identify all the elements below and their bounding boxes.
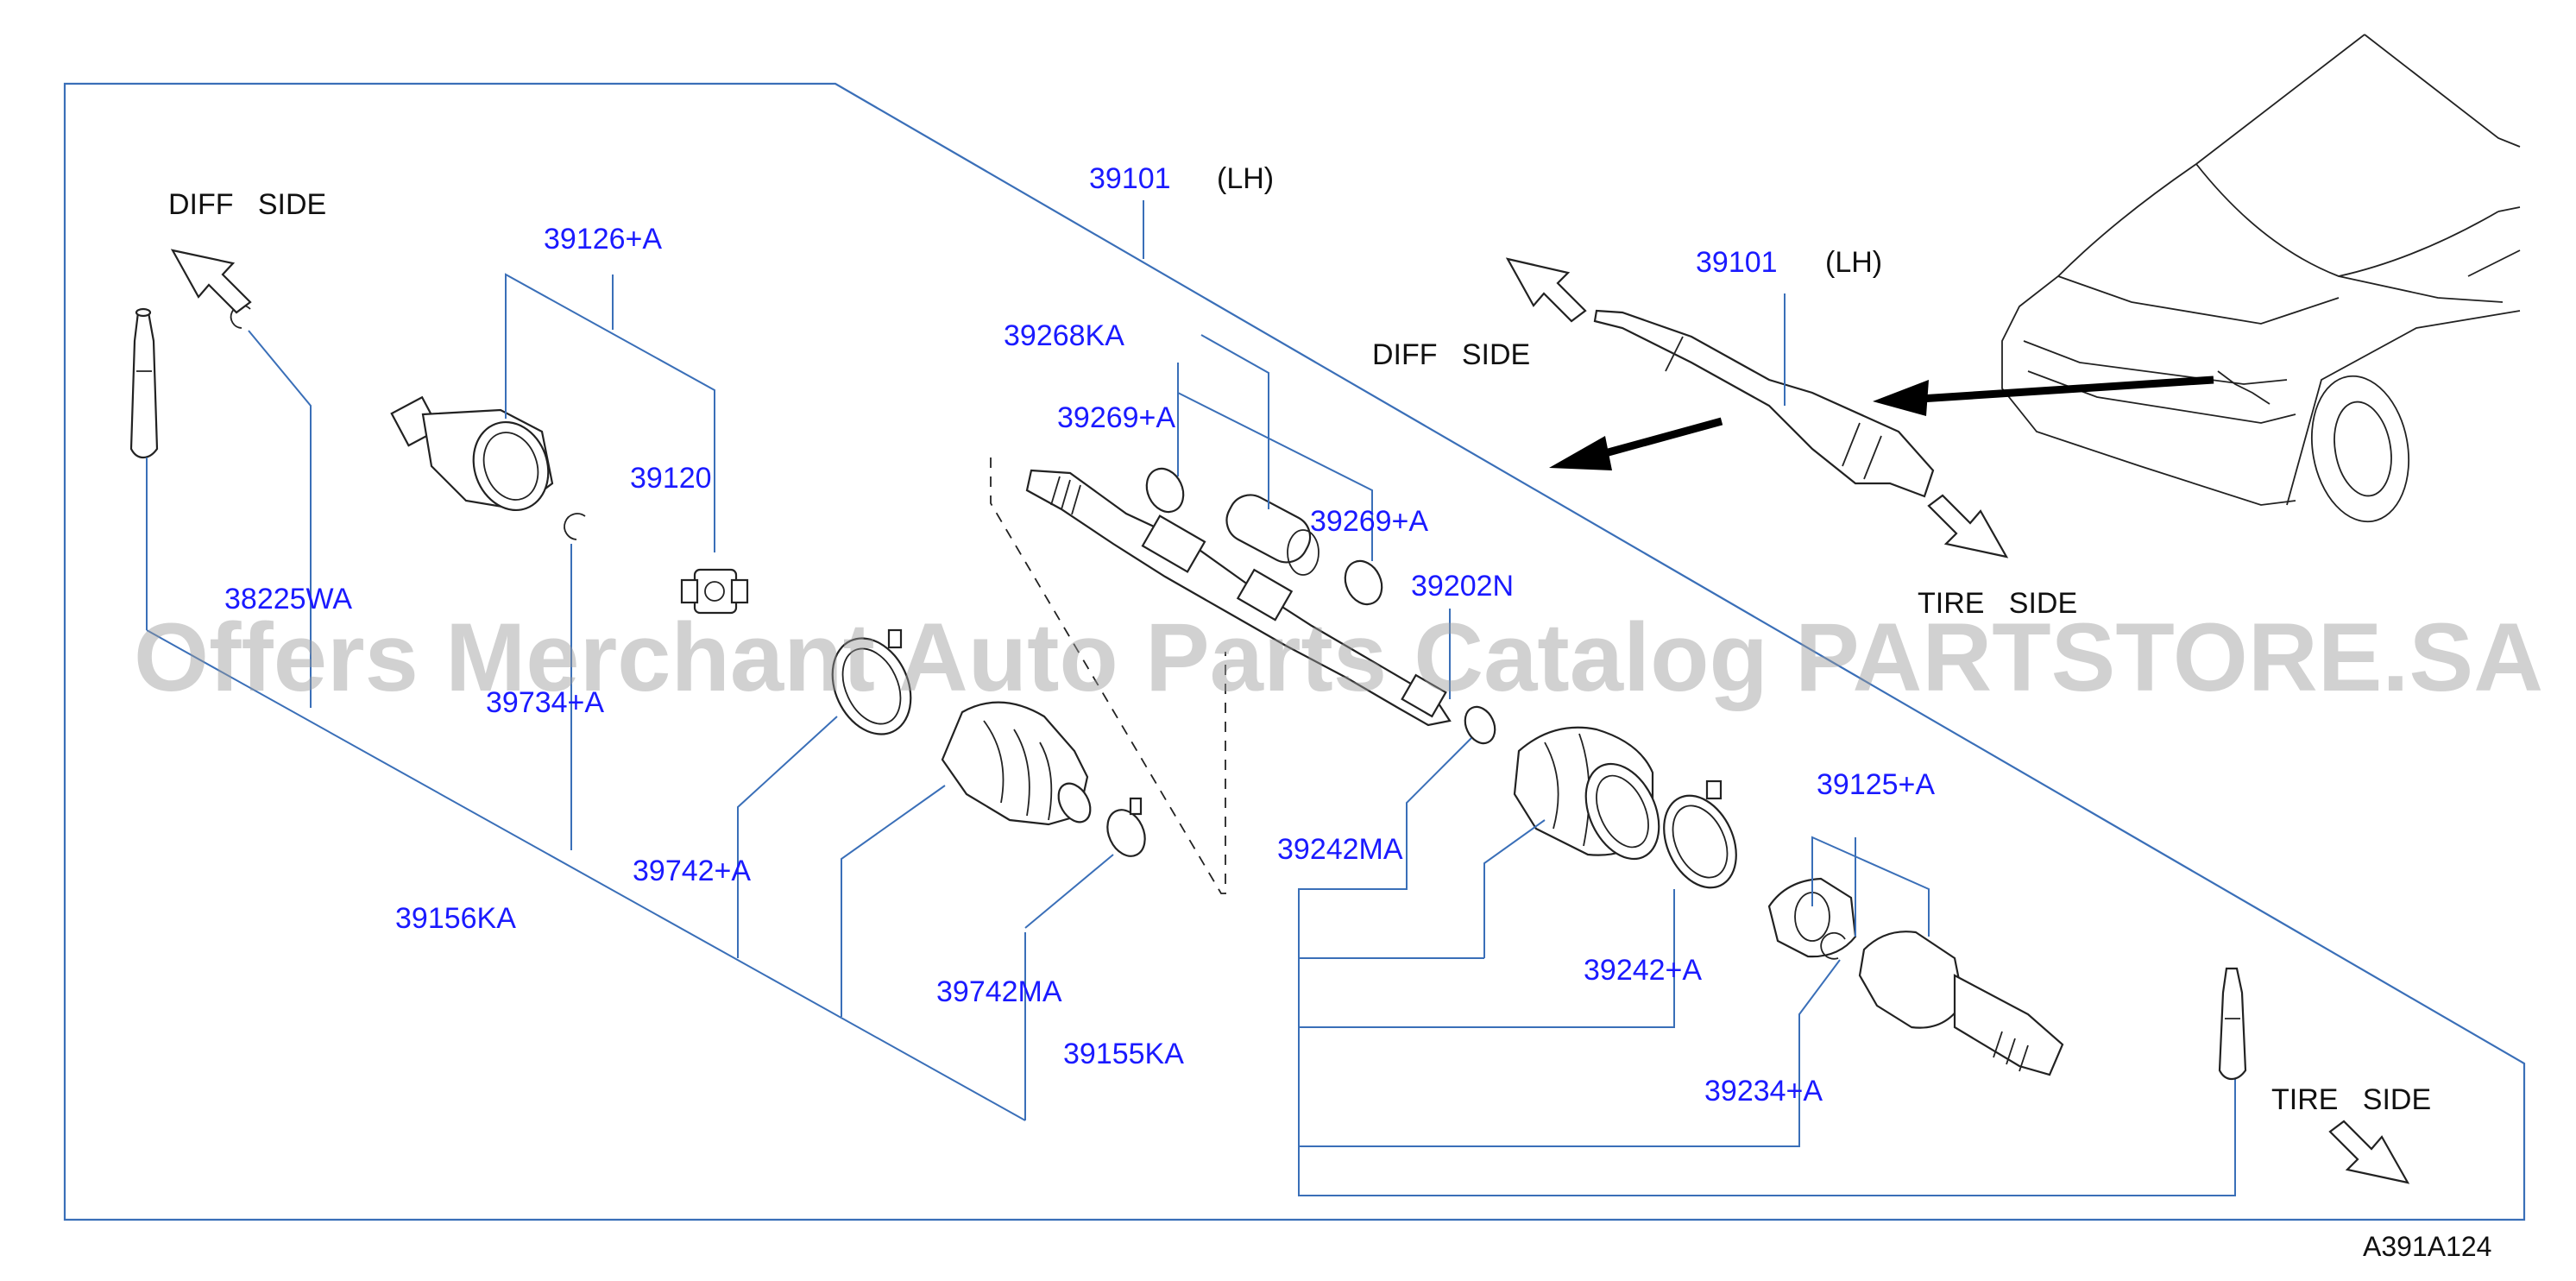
part-39734a-label: 39734+A [486,686,604,719]
solid-arrow-icon [1549,417,1723,470]
part-39120-label: 39120 [630,462,712,495]
small-clamp-icon [1106,797,1146,857]
assembly-frame [63,82,2526,1221]
tire-side-label: TIRE SIDE [2271,1083,2431,1116]
hollow-arrow-icon [2328,1120,2410,1184]
boot-icon [941,701,1092,826]
part-39742ma-label: 39742MA [936,975,1062,1008]
clamp-band-icon [831,628,912,735]
spider-icon [680,568,749,615]
hollow-arrow-icon [1927,494,2009,558]
part-39101-label: 39101 [1089,162,1171,195]
diagram-code: A391A124 [2363,1231,2491,1262]
part-39269a-label-1: 39269+A [1057,401,1175,434]
lh-label: (LH) [1217,162,1274,195]
solid-arrow-icon [1873,375,2214,416]
part-39156ka-label: 39156KA [395,902,516,935]
part-39234a-label: 39234+A [1704,1075,1823,1107]
large-clamp-icon [1663,779,1737,889]
damper-icon [1225,494,1319,576]
part-39155ka-label: 39155KA [1063,1038,1184,1070]
clamp-icon [1344,559,1383,606]
outer-joint-icon [1858,931,2064,1076]
car-icon [2001,34,2521,523]
outer-boot-icon [1513,726,1660,861]
ring-icon [1464,705,1496,745]
inset-part-39101-label: 39101 [1696,246,1778,279]
part-39125a-label: 39125+A [1817,768,1935,801]
part-39742a-label: 39742+A [633,855,751,887]
inset-tire-side-label: TIRE SIDE [1918,587,2077,620]
part-39202n-label: 39202N [1411,570,1514,603]
hollow-arrow-icon [170,249,252,314]
watermark: Offers Merchant Auto Parts Catalog PARTS… [134,603,2543,711]
drive-shaft-icon [1025,469,1452,727]
part-39242a-label: 39242+A [1584,954,1702,987]
clamp-icon [1145,467,1185,514]
part-39268ka-label: 39268KA [1004,319,1124,352]
inset-shaft-icon [1593,309,1935,498]
joint-housing-icon [390,395,554,512]
part-38225wa-label: 38225WA [224,583,352,615]
hollow-arrow-icon [1505,257,1587,323]
diff-side-label: DIFF SIDE [168,188,326,221]
part-39242ma-label: 39242MA [1277,833,1403,866]
grease-tube-icon [129,307,159,459]
inset-diff-side-label: DIFF SIDE [1372,338,1530,371]
grease-tube-right-icon [2218,967,2247,1081]
part-39269a-label-2: 39269+A [1310,505,1428,538]
inset-lh-label: (LH) [1825,246,1882,279]
part-39126a-label: 39126+A [544,223,662,256]
